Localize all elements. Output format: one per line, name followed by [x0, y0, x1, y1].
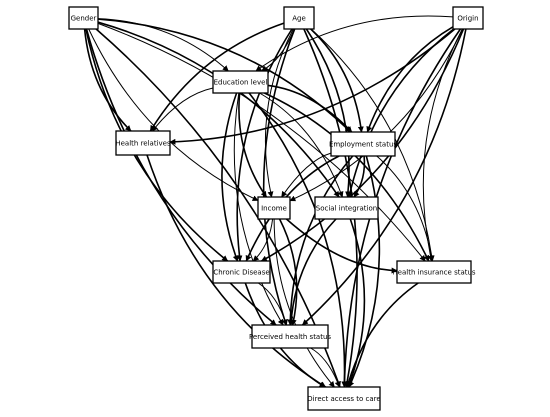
- edge-education-to-employment: [267, 84, 353, 133]
- node-income: Income: [257, 196, 291, 220]
- edge-education-to-chronic: [221, 92, 239, 262]
- node-social-integration: Social integration: [314, 196, 379, 220]
- edge-employment-to-perceived: [287, 155, 354, 326]
- edge-chronic-to-perceived: [258, 282, 288, 326]
- edge-age-to-relatives: [149, 22, 285, 132]
- edge-origin-to-employment: [366, 26, 454, 133]
- edge-income-to-access: [273, 218, 335, 388]
- edge-education-to-access: [248, 92, 348, 388]
- node-chronic-disease: Chronic Disease: [212, 260, 271, 284]
- node-gender-label: Gender: [71, 15, 97, 23]
- edge-origin-to-insurance: [422, 28, 463, 262]
- node-social-integration-label: Social integration: [316, 205, 377, 213]
- edge-income-to-chronic: [252, 218, 274, 262]
- edge-origin-to-chronic: [260, 28, 465, 262]
- node-layer: Gender Age Origin Education level Health…: [68, 6, 484, 411]
- node-education-level-label: Education level: [214, 79, 268, 87]
- edge-gender-to-relatives: [83, 28, 132, 132]
- edge-employment-to-income: [281, 152, 332, 198]
- node-direct-access-to-care: Direct access to care: [307, 386, 381, 411]
- edge-education-to-insurance: [264, 92, 430, 262]
- edge-relatives-to-access: [146, 154, 327, 388]
- node-health-relatives: Health relatives: [115, 130, 171, 156]
- edge-age-to-perceived: [262, 28, 296, 326]
- edge-origin-to-relatives: [169, 28, 456, 145]
- edge-income-to-perceived: [278, 218, 298, 326]
- edge-origin-to-social: [347, 28, 455, 198]
- edge-origin-to-education: [255, 15, 454, 72]
- edge-gender-to-perceived: [85, 28, 277, 326]
- edge-education-to-income: [238, 92, 268, 198]
- edge-education-to-perceived: [233, 92, 284, 326]
- node-origin: Origin: [452, 6, 484, 30]
- edge-employment-to-insurance: [376, 155, 435, 262]
- edge-social-to-perceived: [288, 218, 337, 326]
- node-health-relatives-label: Health relatives: [115, 140, 171, 148]
- edge-education-to-relatives: [152, 87, 214, 132]
- edge-gender-to-insurance: [97, 22, 426, 262]
- edge-employment-to-access: [348, 155, 381, 388]
- edge-gender-to-chronic: [85, 28, 229, 262]
- edge-education-to-social: [259, 92, 344, 198]
- edge-origin-to-income: [289, 28, 464, 202]
- edge-employment-to-social: [353, 155, 366, 198]
- node-age: Age: [283, 6, 315, 30]
- node-education-level: Education level: [212, 70, 269, 94]
- node-age-label: Age: [292, 15, 306, 23]
- edge-origin-to-perceived: [301, 28, 467, 326]
- node-perceived-health-status: Perceived health status: [249, 324, 331, 349]
- node-health-insurance-status: Health insurance status: [392, 260, 476, 284]
- edge-perceived-to-access: [310, 347, 341, 388]
- node-health-insurance-status-label: Health insurance status: [392, 269, 476, 277]
- node-employment-status: Employment status: [329, 131, 397, 157]
- edge-age-to-employment: [310, 28, 364, 133]
- edge-income-to-insurance: [285, 218, 398, 274]
- node-direct-access-to-care-label: Direct access to care: [307, 395, 380, 403]
- node-perceived-health-status-label: Perceived health status: [249, 333, 331, 341]
- node-chronic-disease-label: Chronic Disease: [213, 269, 269, 277]
- node-employment-status-label: Employment status: [329, 141, 397, 149]
- node-origin-label: Origin: [457, 15, 478, 23]
- node-gender: Gender: [68, 6, 99, 30]
- edge-age-to-chronic: [236, 28, 293, 262]
- edge-insurance-to-access: [345, 282, 419, 388]
- edge-social-to-access: [347, 218, 366, 388]
- edge-age-to-income: [264, 28, 294, 198]
- node-income-label: Income: [261, 205, 287, 213]
